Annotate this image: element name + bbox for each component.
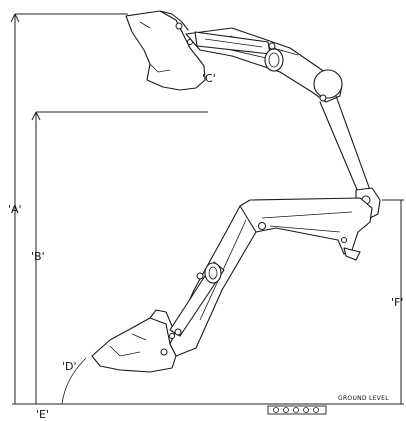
ground-marker	[267, 405, 327, 415]
lowered-loader	[61, 197, 373, 405]
lowered-bucket	[91, 317, 177, 373]
label-d: 'D'	[62, 360, 77, 373]
label-c: 'C'	[202, 72, 216, 85]
raised-bucket	[125, 10, 206, 91]
ground-level-label: GROUND LEVEL	[338, 395, 389, 402]
label-b: 'B'	[31, 250, 45, 263]
raised-loader	[125, 10, 343, 103]
label-e: 'E'	[36, 408, 49, 421]
label-a: 'A'	[8, 203, 22, 216]
label-f: 'F'	[391, 296, 403, 309]
dimension-lines	[10, 13, 404, 405]
